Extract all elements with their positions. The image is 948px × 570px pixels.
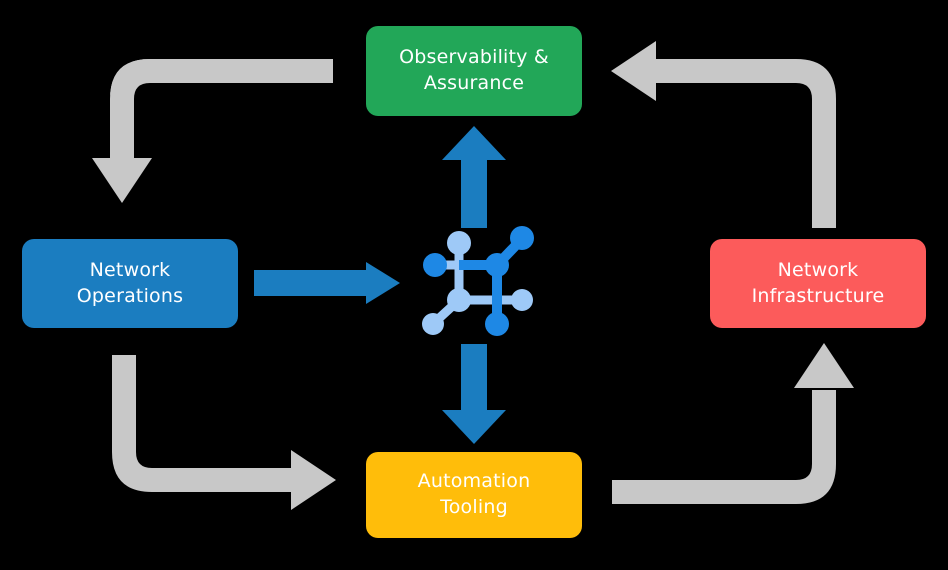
blue-arrow-center-to-observability xyxy=(442,126,506,228)
node-label-automation: Automation Tooling xyxy=(417,470,531,518)
gray-arrow-infrastructure-to-observability xyxy=(611,41,836,228)
gray-arrow-observability-to-operations xyxy=(92,59,333,203)
gray-arrow-automation-to-infrastructure xyxy=(612,343,854,504)
mesh-node-bottom-left-light xyxy=(422,313,444,335)
mesh-node-center-light xyxy=(447,288,471,312)
node-label-infrastructure: Network Infrastructure xyxy=(751,258,885,307)
blue-arrow-operations-to-center xyxy=(254,262,400,304)
node-box-observability-assurance[interactable]: Observability & Assurance xyxy=(366,26,582,116)
node-box-automation-tooling[interactable]: Automation Tooling xyxy=(366,452,582,538)
mesh-node-bottom-dark xyxy=(485,312,509,336)
mesh-node-hub-dark xyxy=(485,253,509,277)
mesh-node-top-right-dark xyxy=(510,226,534,250)
blue-arrow-center-to-automation xyxy=(442,344,506,444)
mesh-node-left-dark xyxy=(423,253,447,277)
gray-arrow-operations-to-automation xyxy=(112,355,336,510)
node-box-network-operations[interactable]: Network Operations xyxy=(22,239,238,328)
node-label-operations: Network Operations xyxy=(76,258,184,307)
node-box-network-infrastructure[interactable]: Network Infrastructure xyxy=(710,239,926,328)
mesh-node-top-light xyxy=(447,231,471,255)
mesh-node-right-light xyxy=(511,289,533,311)
node-label-observability: Observability & Assurance xyxy=(399,46,549,94)
